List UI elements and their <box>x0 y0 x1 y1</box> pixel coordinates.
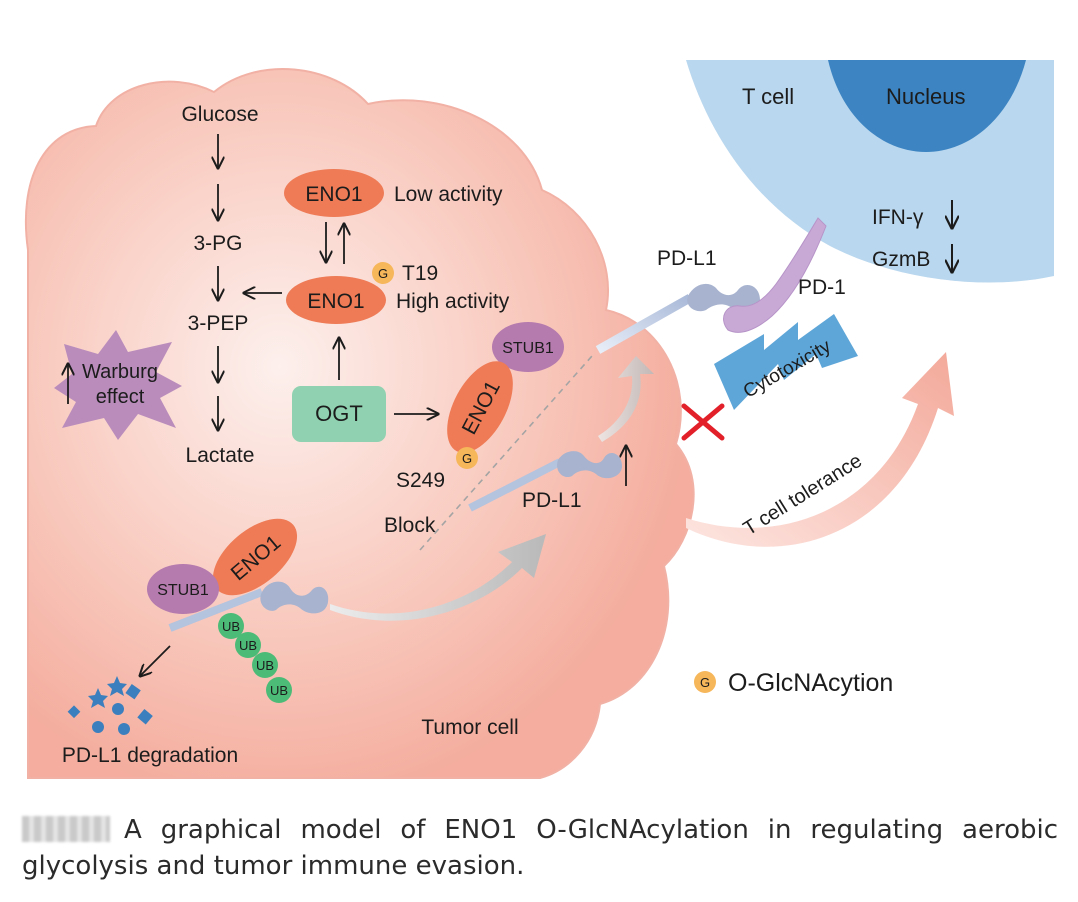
lactate-label: Lactate <box>186 444 255 467</box>
eno1-ellipse <box>212 518 298 596</box>
ub-circle <box>252 652 278 678</box>
g-label: G <box>700 675 710 690</box>
blocked-x-icon <box>681 403 725 441</box>
ub-label: UB <box>270 683 288 698</box>
membrane-transport-arrow-icon <box>598 356 654 442</box>
warburg-label-line2: effect <box>96 386 145 408</box>
g-label: G <box>378 266 388 281</box>
glcnac-g-icon <box>372 262 394 284</box>
pd1-receptor <box>723 217 827 333</box>
warburg-label-line1: Warburg <box>82 361 158 383</box>
eno1-low-activity-ellipse <box>284 169 384 217</box>
s249-label: S249 <box>396 469 445 492</box>
nucleus-shape <box>828 60 1026 152</box>
high-activity-label: High activity <box>396 290 510 313</box>
pdl1-fragments <box>67 676 153 735</box>
glcnac-g-icon <box>694 671 716 693</box>
square-fragment-icon <box>137 708 153 725</box>
stub1-label: STUB1 <box>502 340 554 357</box>
pdl1-head <box>260 581 329 614</box>
ub-circle <box>235 632 261 658</box>
eno1-rotated: ENO1 <box>447 361 513 453</box>
3pg-label: 3-PG <box>193 232 242 255</box>
blurred-figure-number <box>22 816 110 842</box>
caption-text: A graphical model of ENO1 O-GlcNAcylatio… <box>22 815 1058 881</box>
ogt-box <box>292 386 386 442</box>
legend: G O-GlcNAcytion <box>694 669 893 697</box>
glycolysis-pathway: Glucose 3-PG 3-PEP Lactate <box>181 103 282 467</box>
circle-fragment-icon <box>112 703 124 715</box>
degradation-arrow-icon <box>140 645 171 676</box>
pdl1-stalk <box>468 458 562 512</box>
eno1-stub1-complex: STUB1 ENO1 G S249 <box>396 322 564 492</box>
3pep-label: 3-PEP <box>188 312 249 335</box>
pdl1-membrane-label: PD-L1 <box>657 247 717 270</box>
transport-arrow-icon <box>330 534 546 621</box>
g-label: G <box>462 451 472 466</box>
legend-label: O-GlcNAcytion <box>728 669 893 697</box>
ub-label: UB <box>256 658 274 673</box>
ub-label: UB <box>239 638 257 653</box>
t-cell-label: T cell <box>742 84 794 109</box>
eno1-label: ENO1 <box>305 183 362 206</box>
ogt: OGT <box>292 338 438 442</box>
ub-label: UB <box>222 619 240 634</box>
eno1-ellipse <box>447 361 513 453</box>
pdl1-head <box>557 451 622 479</box>
pdl1-pd1-interaction: PD-L1 PD-1 <box>595 217 846 354</box>
pdl1-membrane-stalk <box>595 294 693 354</box>
glucose-label: Glucose <box>181 103 258 126</box>
cytotoxicity-bolt <box>714 314 858 410</box>
stub1-label: STUB1 <box>157 582 209 599</box>
eno1-high-activity-ellipse <box>286 276 386 324</box>
ub-circle <box>266 677 292 703</box>
low-activity-label: Low activity <box>394 183 503 206</box>
pdl1-stalk <box>168 588 264 632</box>
ogt-label: OGT <box>315 401 363 426</box>
pdl1-cytoplasm: PD-L1 <box>468 446 626 512</box>
circle-fragment-icon <box>118 723 130 735</box>
nucleus-label: Nucleus <box>886 84 965 109</box>
stub1-ellipse <box>147 564 219 614</box>
pd1-label: PD-1 <box>798 276 846 299</box>
square-fragment-icon <box>125 684 141 700</box>
glcnac-g-icon <box>456 447 478 469</box>
eno1-label: ENO1 <box>307 290 364 313</box>
star-fragment-icon <box>88 688 108 708</box>
cytotoxicity: Cytotoxicity <box>681 314 858 441</box>
pdl1-label: PD-L1 <box>522 489 582 512</box>
tumor-cell-label: Tumor cell <box>421 716 518 739</box>
stub1-ellipse <box>492 322 564 372</box>
block-label: Block <box>384 514 436 537</box>
eno1-regulation: ENO1 Low activity ENO1 G T19 High activi… <box>284 169 510 324</box>
pdl1-degradation-label: PD-L1 degradation <box>62 744 238 767</box>
warburg-effect: Warburg effect <box>54 330 182 440</box>
gzmb-label: GzmB <box>872 248 930 271</box>
star-fragment-icon <box>107 676 127 696</box>
circle-fragment-icon <box>92 721 104 733</box>
ifn-gamma-label: IFN-γ <box>872 206 924 229</box>
figure-caption: A graphical model of ENO1 O-GlcNAcylatio… <box>22 812 1058 884</box>
t19-label: T19 <box>402 262 438 285</box>
ub-circle <box>218 613 244 639</box>
t-cell: T cell Nucleus IFN-γ GzmB <box>686 60 1054 283</box>
graphical-model-diagram: T cell Nucleus IFN-γ GzmB Glucose 3-PG 3… <box>24 60 1054 779</box>
tolerance-arrow-icon <box>686 352 954 547</box>
warburg-star-shape <box>54 330 182 440</box>
